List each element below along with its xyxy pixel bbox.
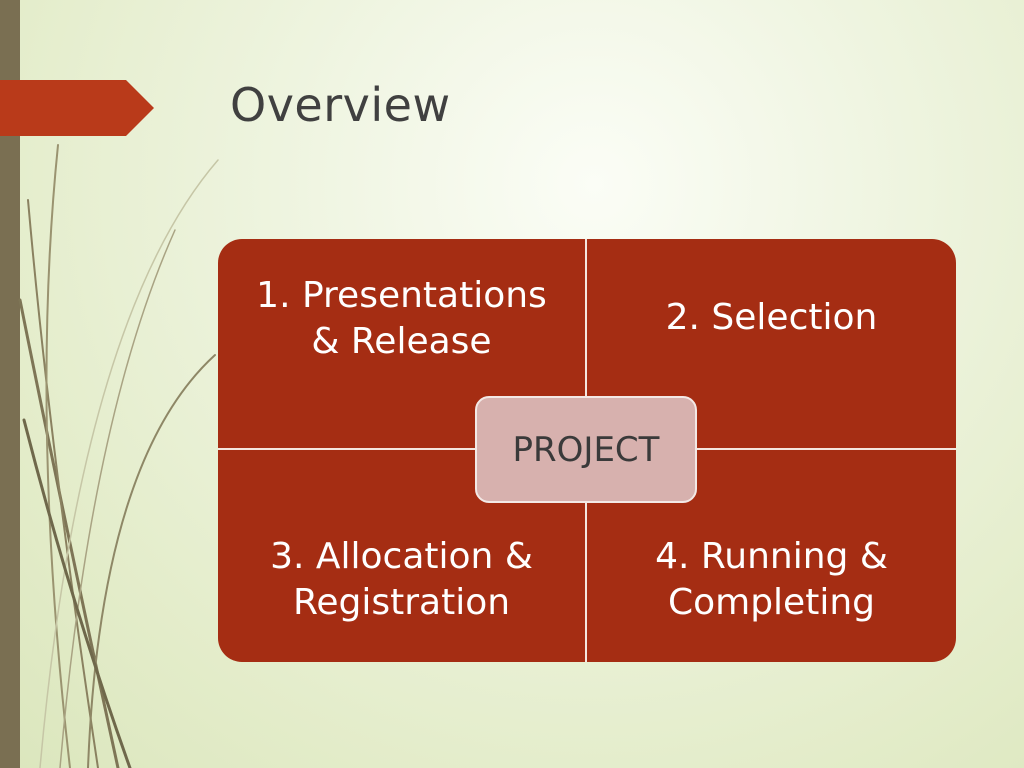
quadrant-label: 3. Allocation & Registration xyxy=(270,536,533,623)
center-label: PROJECT xyxy=(512,429,660,470)
title-arrow xyxy=(0,80,154,136)
center-project-box: PROJECT xyxy=(475,396,697,503)
quadrant-label: 2. Selection xyxy=(665,297,878,338)
quadrant-label: 1. Presentations & Release xyxy=(256,275,547,362)
quadrant-label: 4. Running & Completing xyxy=(655,536,888,623)
grass-decoration xyxy=(18,144,219,768)
slide-title: Overview xyxy=(230,78,451,132)
side-bar xyxy=(0,0,20,768)
